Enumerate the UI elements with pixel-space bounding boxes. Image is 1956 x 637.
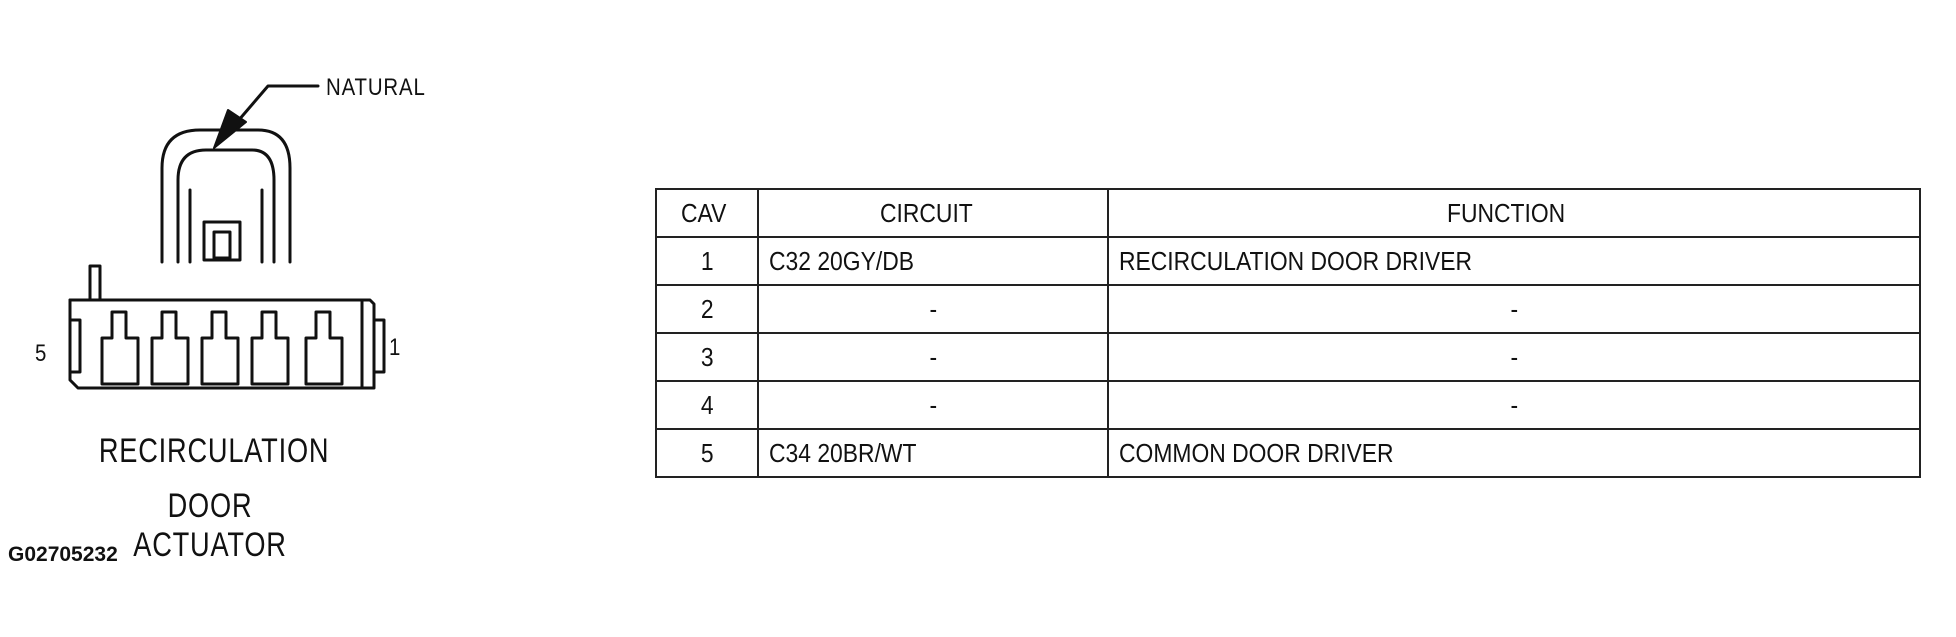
figure-id: G02705232 (8, 543, 118, 566)
circuit-cell: - (757, 380, 1109, 430)
circuit-cell: - (757, 284, 1109, 334)
cavity-2 (250, 310, 290, 386)
cavity-4 (150, 310, 190, 386)
callout-label: NATURAL (326, 74, 426, 101)
table-row: 5 C34 20BR/WT COMMON DOOR DRIVER (655, 428, 1921, 478)
cavity-1 (304, 310, 344, 386)
locking-tab-outer (160, 128, 292, 264)
left-post (88, 264, 102, 302)
connector-drawing (68, 84, 386, 390)
cavity-number-left: 5 (35, 340, 47, 367)
table-row: 3 - - (655, 332, 1921, 382)
function-cell: COMMON DOOR DRIVER (1107, 428, 1921, 478)
header-circuit: CIRCUIT (757, 188, 1109, 238)
component-name-line-1: RECIRCULATION (98, 432, 330, 470)
pinout-table: CAV CIRCUIT FUNCTION 1 C32 20GY/DB RECIR… (655, 188, 1921, 478)
header-function: FUNCTION (1107, 188, 1921, 238)
header-cav: CAV (655, 188, 759, 238)
latch-window (202, 220, 242, 262)
function-cell: RECIRCULATION DOOR DRIVER (1107, 236, 1921, 286)
circuit-cell: C32 20GY/DB (757, 236, 1109, 286)
function-cell: - (1107, 284, 1921, 334)
cavity-number-right: 1 (389, 334, 401, 361)
cav-cell: 4 (655, 380, 759, 430)
cav-cell: 1 (655, 236, 759, 286)
cavity-5 (100, 310, 140, 386)
locking-tab-inner (176, 148, 276, 264)
table-row: 2 - - (655, 284, 1921, 334)
function-cell: - (1107, 332, 1921, 382)
table-row: 4 - - (655, 380, 1921, 430)
callout-leader (230, 84, 320, 130)
circuit-cell: - (757, 332, 1109, 382)
cav-cell: 2 (655, 284, 759, 334)
connector-diagram: NATURAL 5 1 RECIRCULATION DOOR ACTUATOR … (0, 0, 470, 600)
connector-body (68, 298, 376, 390)
table-header-row: CAV CIRCUIT FUNCTION (655, 188, 1921, 238)
component-name-line-2: DOOR ACTUATOR (133, 487, 287, 564)
function-cell: - (1107, 380, 1921, 430)
table-row: 1 C32 20GY/DB RECIRCULATION DOOR DRIVER (655, 236, 1921, 286)
cav-cell: 3 (655, 332, 759, 382)
circuit-cell: C34 20BR/WT (757, 428, 1109, 478)
cavity-3 (200, 310, 240, 386)
cav-cell: 5 (655, 428, 759, 478)
